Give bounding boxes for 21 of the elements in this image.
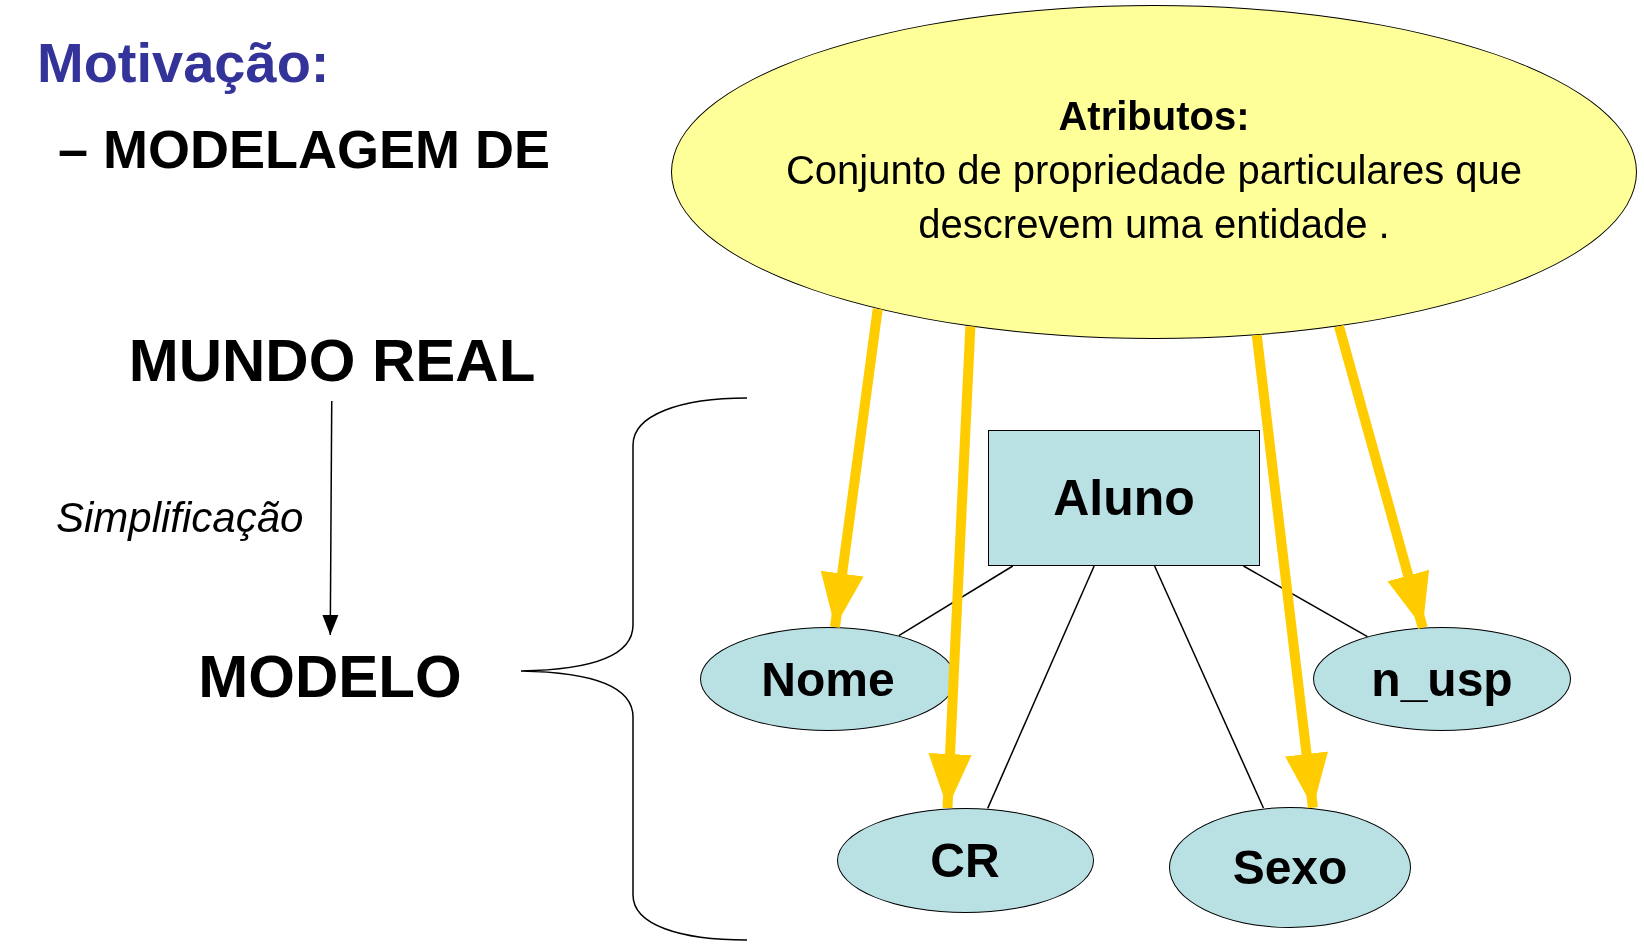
node-text: MUNDO REAL	[112, 327, 552, 393]
node-label: Aluno	[1053, 469, 1195, 527]
connector-line	[898, 565, 1014, 637]
bullet-text: – MODELAGEM DE	[58, 118, 551, 180]
connector-line	[1242, 565, 1369, 638]
node-label: CR	[930, 832, 1000, 888]
connector-line	[1153, 565, 1265, 809]
node-text: MODELO	[185, 643, 475, 709]
connector-line	[986, 565, 1095, 810]
node-label: Sexo	[1232, 839, 1348, 895]
slide-title: Motivação:	[37, 30, 330, 95]
arrow	[928, 326, 976, 809]
node-label: n_usp	[1371, 651, 1513, 707]
arrow	[1334, 324, 1430, 629]
arrow	[322, 400, 339, 636]
callout-heading: Atributos:	[1058, 93, 1250, 139]
arrow	[1251, 334, 1328, 809]
arrow	[820, 308, 883, 628]
entity-box	[988, 430, 1260, 566]
callout-text: Conjunto de propriedade particulares que descrevem uma entidade .	[784, 146, 1524, 248]
node-label: Nome	[761, 651, 895, 707]
